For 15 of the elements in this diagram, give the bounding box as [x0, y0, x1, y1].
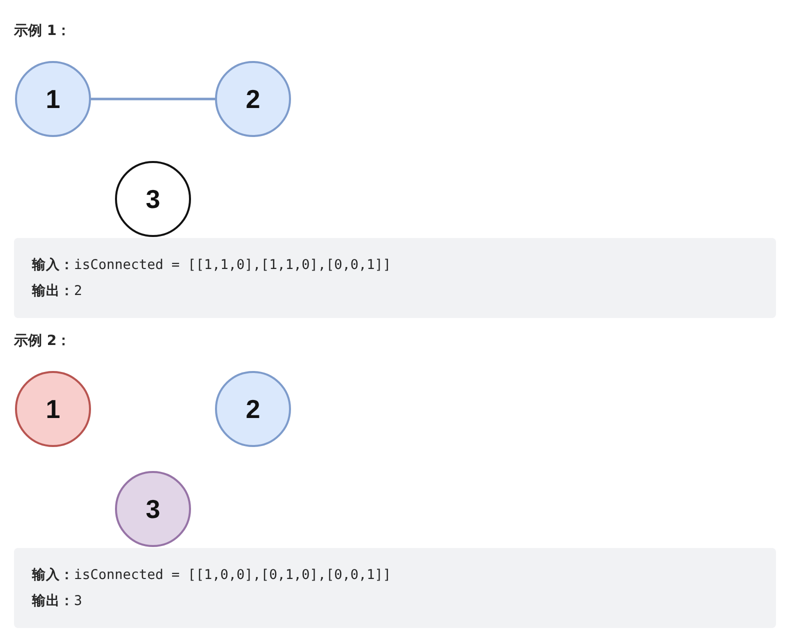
node-number: 1: [46, 394, 60, 424]
node-number: 2: [246, 84, 260, 114]
connector-line: [91, 98, 215, 100]
example-heading: 示例 2：: [14, 332, 71, 350]
node-number: 3: [146, 184, 160, 214]
code-block: [14, 548, 776, 628]
node-number: 2: [246, 394, 260, 424]
code-line: 输出：2: [32, 282, 84, 301]
node-number: 1: [46, 84, 60, 114]
code-line: 输入：isConnected = [[1,1,0],[1,1,0],[0,0,1]]: [32, 256, 392, 275]
code-line: 输出：3: [32, 592, 84, 611]
example-heading: 示例 1：: [14, 22, 71, 40]
code-line: 输入：isConnected = [[1,0,0],[0,1,0],[0,0,1]]: [32, 566, 392, 585]
code-block: [14, 238, 776, 318]
node-number: 3: [146, 494, 160, 524]
